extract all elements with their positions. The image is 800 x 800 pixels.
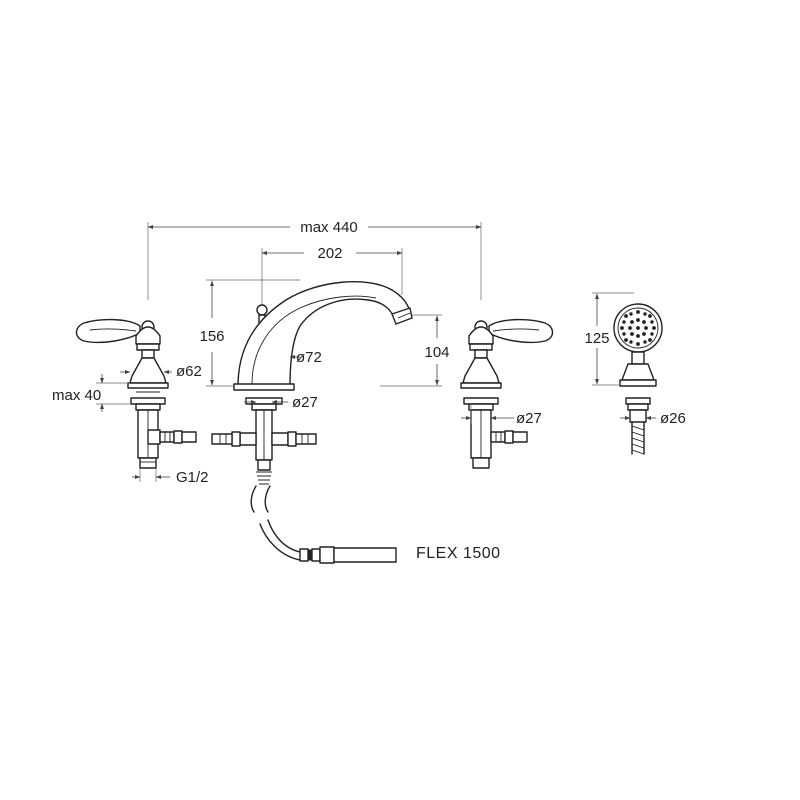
label-handshower-shank-diameter: ø26 [660, 410, 686, 427]
label-spout-reach: 202 [317, 245, 342, 262]
dimension-thread: G1/2 [132, 468, 209, 486]
label-valve-shank-diameter: ø27 [516, 410, 542, 427]
label-outlet-height: 104 [424, 344, 449, 361]
shower-nozzles [620, 310, 656, 346]
dimension-spout-shank-diameter: ø27 [244, 394, 318, 411]
dimension-overall-width: max 440 [147, 219, 482, 300]
label-deck-thickness: max 40 [52, 387, 101, 404]
hand-shower [613, 303, 663, 455]
label-spout-height: 156 [199, 328, 224, 345]
label-spout-shank-diameter: ø27 [292, 394, 318, 411]
dimension-spout-base-diameter: ø72 [289, 349, 322, 366]
label-hose: FLEX 1500 [416, 545, 501, 562]
dimension-valve-shank-diameter: ø27 [461, 404, 542, 427]
dimension-deck-thickness: max 40 [52, 374, 130, 412]
label-rosette-diameter: ø62 [176, 363, 202, 380]
right-valve [460, 318, 554, 469]
dimension-outlet-height: 104 [380, 314, 450, 387]
dimension-rosette-diameter: ø62 [120, 363, 202, 380]
label-spout-base-diameter: ø72 [296, 349, 322, 366]
label-handshower-height: 125 [584, 330, 609, 347]
label-thread: G1/2 [176, 469, 209, 486]
dimension-spout-height: 156 [199, 279, 300, 387]
left-valve [75, 318, 197, 469]
dimension-handshower-shank-diameter: ø26 [620, 410, 686, 427]
flexible-hose [250, 485, 397, 564]
label-overall-width: max 440 [300, 219, 358, 236]
dimension-spout-reach: 202 [261, 245, 403, 305]
spout [211, 281, 413, 485]
dimension-handshower-height: 125 [584, 292, 634, 386]
